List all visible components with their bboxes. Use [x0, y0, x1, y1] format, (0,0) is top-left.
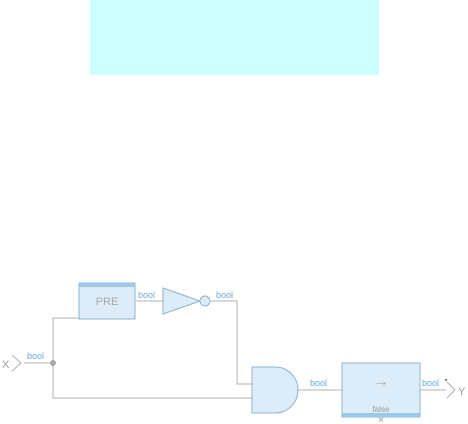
wire-to-and-lower	[52, 363, 252, 399]
pre-block: PRE bool	[78, 282, 155, 320]
output-name: Y	[458, 386, 466, 398]
not-gate-bubble	[199, 295, 211, 307]
input-name: X	[2, 359, 10, 371]
output-dot	[445, 379, 447, 381]
and-gate-shape	[251, 366, 299, 414]
fby-block: → false ×	[341, 362, 421, 424]
not-gate: bool	[162, 287, 233, 315]
fby-reset-mark-icon: ×	[378, 415, 384, 424]
and-gate: bool	[251, 366, 327, 414]
not-out-type-label: bool	[216, 290, 233, 300]
input-type-label: bool	[27, 351, 44, 361]
input-chevron-icon	[11, 354, 22, 372]
pre-block-label: PRE	[96, 296, 119, 308]
output-type-label: bool	[422, 378, 439, 388]
not-gate-triangle	[162, 287, 202, 315]
wires	[24, 300, 446, 399]
pre-out-type-label: bool	[138, 290, 155, 300]
and-out-type-label: bool	[310, 378, 327, 388]
input-port: X bool	[2, 351, 44, 372]
junction-dot	[50, 360, 56, 366]
fby-block-bottom-bar	[342, 413, 420, 417]
output-port: bool Y	[422, 378, 466, 399]
pre-block-top-bar	[79, 283, 135, 287]
output-chevron-icon	[446, 381, 456, 399]
top-banner	[90, 0, 379, 75]
fby-init-label: false	[373, 405, 390, 414]
wire-to-pre	[52, 317, 79, 363]
wire-not-to-and	[211, 300, 252, 385]
fby-block-box	[341, 362, 421, 418]
fby-arrow-icon: →	[373, 373, 389, 390]
